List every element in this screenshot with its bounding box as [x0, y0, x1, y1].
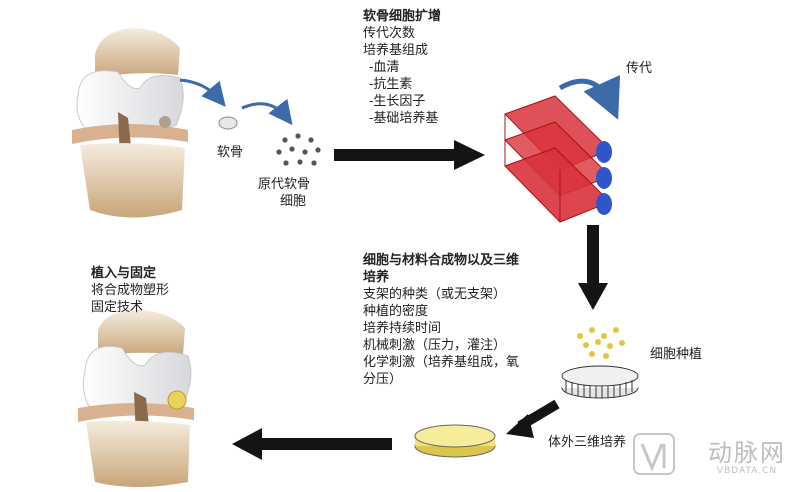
culture-3d-label: 体外三维培养	[548, 435, 627, 450]
cartilage-label: 软骨	[217, 145, 244, 160]
knee-joint-image-bottom	[78, 310, 194, 487]
blue-curved-arrow-1	[179, 78, 226, 107]
watermark-logo-spacer	[662, 438, 702, 478]
scaffold-item: 机械刺激（压力，灌注）	[363, 338, 507, 353]
primary-cell-dots	[276, 133, 321, 166]
expansion-block: 软骨细胞扩增 传代次数 培养基组成 -血清 -抗生素 -生长因子 -基础培养基	[363, 8, 441, 127]
implant-block: 植入与固定 将合成物塑形 固定技术	[91, 265, 169, 316]
arrow-to-construct	[506, 399, 560, 438]
implant-title: 植入与固定	[91, 266, 157, 281]
watermark: 动脉网 VBDATA.CN	[662, 438, 786, 478]
watermark-en: VBDATA.CN	[716, 465, 778, 476]
expansion-item: -生长因子	[369, 94, 426, 109]
implant-line1: 将合成物塑形	[91, 283, 170, 298]
cartilage-piece-icon	[218, 116, 238, 130]
scaffold-item: 支架的种类（或无支架）	[363, 287, 507, 302]
scaffold-block: 细胞与材料合成物以及三维 培养 支架的种类（或无支架） 种植的密度 培养持续时间…	[363, 252, 519, 388]
expansion-item: -基础培养基	[369, 111, 439, 126]
scaffold-item: 种植的密度	[363, 304, 429, 319]
seeding-cells-dots	[577, 327, 625, 359]
expansion-line1: 传代次数	[363, 26, 416, 41]
expansion-line2: 培养基组成	[363, 43, 429, 58]
scaffold-item: 培养持续时间	[363, 321, 442, 336]
arrow-to-implant	[232, 428, 392, 460]
implant-line2: 固定技术	[91, 300, 144, 315]
scaffold-item: 化学刺激（培养基组成，氧	[363, 355, 520, 370]
scaffold-title-line1: 细胞与材料合成物以及三维	[363, 253, 520, 268]
blue-curved-arrow-2	[241, 98, 293, 126]
expansion-item: -抗生素	[369, 77, 413, 92]
expansion-item: -血清	[369, 60, 400, 75]
arrow-down-to-seeding	[578, 225, 608, 310]
culture-flasks-icon	[504, 95, 612, 223]
watermark-logo-icon	[633, 433, 675, 475]
scaffold-disc-icon	[561, 365, 639, 399]
primary-cells-label-line1: 原代软骨	[258, 177, 311, 192]
scaffold-item: 分压）	[363, 372, 403, 387]
arrow-to-flasks	[334, 140, 485, 170]
passage-curved-arrow	[558, 75, 621, 120]
construct-disc-icon	[414, 424, 496, 458]
watermark-cn: 动脉网	[708, 438, 786, 467]
scaffold-title-line2: 培养	[363, 270, 390, 285]
knee-joint-image-top	[72, 28, 188, 218]
passage-label: 传代	[626, 61, 653, 76]
expansion-title: 软骨细胞扩增	[363, 9, 442, 24]
seeding-label: 细胞种植	[650, 347, 703, 362]
primary-cells-label-line2: 细胞	[280, 194, 307, 209]
watermark-text: 动脉网 VBDATA.CN	[708, 440, 786, 477]
